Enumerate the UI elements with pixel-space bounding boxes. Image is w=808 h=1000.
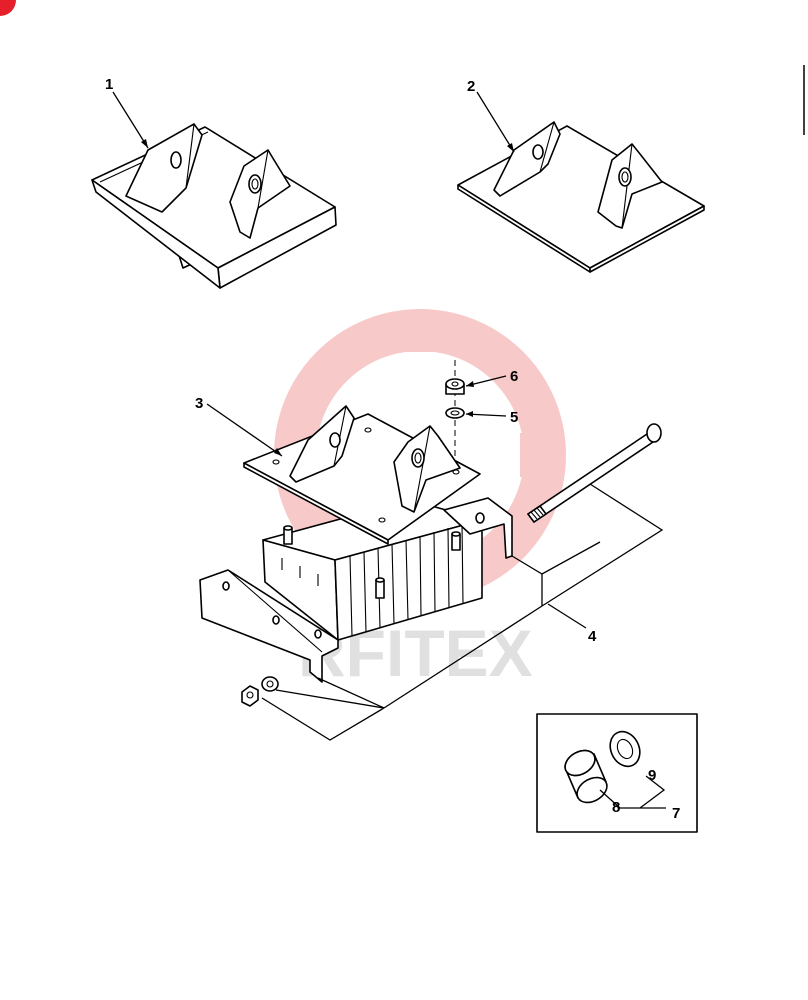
leader-9	[639, 775, 666, 809]
corner-mark	[0, 0, 16, 16]
part-long-bolt	[527, 423, 662, 523]
callout-8: 8	[612, 799, 620, 816]
leader-3	[206, 403, 283, 457]
part-3-top-plate	[243, 405, 481, 545]
callout-5: 5	[510, 409, 518, 426]
part-rear-angle	[443, 497, 513, 559]
part-6-nut	[445, 378, 465, 395]
leader-8	[599, 789, 666, 809]
callout-4: 4	[588, 628, 597, 645]
leader-2-arrow	[507, 143, 514, 152]
leader-1	[112, 91, 149, 149]
part-5-washer	[445, 407, 465, 419]
callout-1: 1	[105, 76, 113, 93]
part-1-bracket-plate	[91, 123, 337, 289]
callout-7: 7	[672, 805, 680, 822]
leader-3-arrow	[274, 448, 282, 456]
callout-3: 3	[195, 395, 203, 412]
callout-9: 9	[648, 767, 656, 784]
leader-2	[476, 91, 515, 153]
callout-2: 2	[467, 78, 475, 95]
part-2-bracket-plate	[457, 121, 705, 273]
part-bottom-washer	[261, 676, 279, 692]
callout-6: 6	[510, 368, 518, 385]
leader-5-arrow	[466, 411, 473, 417]
part-front-angle	[199, 569, 339, 683]
leader-1-arrow	[141, 139, 148, 148]
callout-4-bracket	[261, 483, 664, 741]
part-bottom-nut	[241, 685, 259, 707]
leader-6-arrow	[466, 381, 474, 387]
inset-bushing-kit	[536, 713, 698, 833]
